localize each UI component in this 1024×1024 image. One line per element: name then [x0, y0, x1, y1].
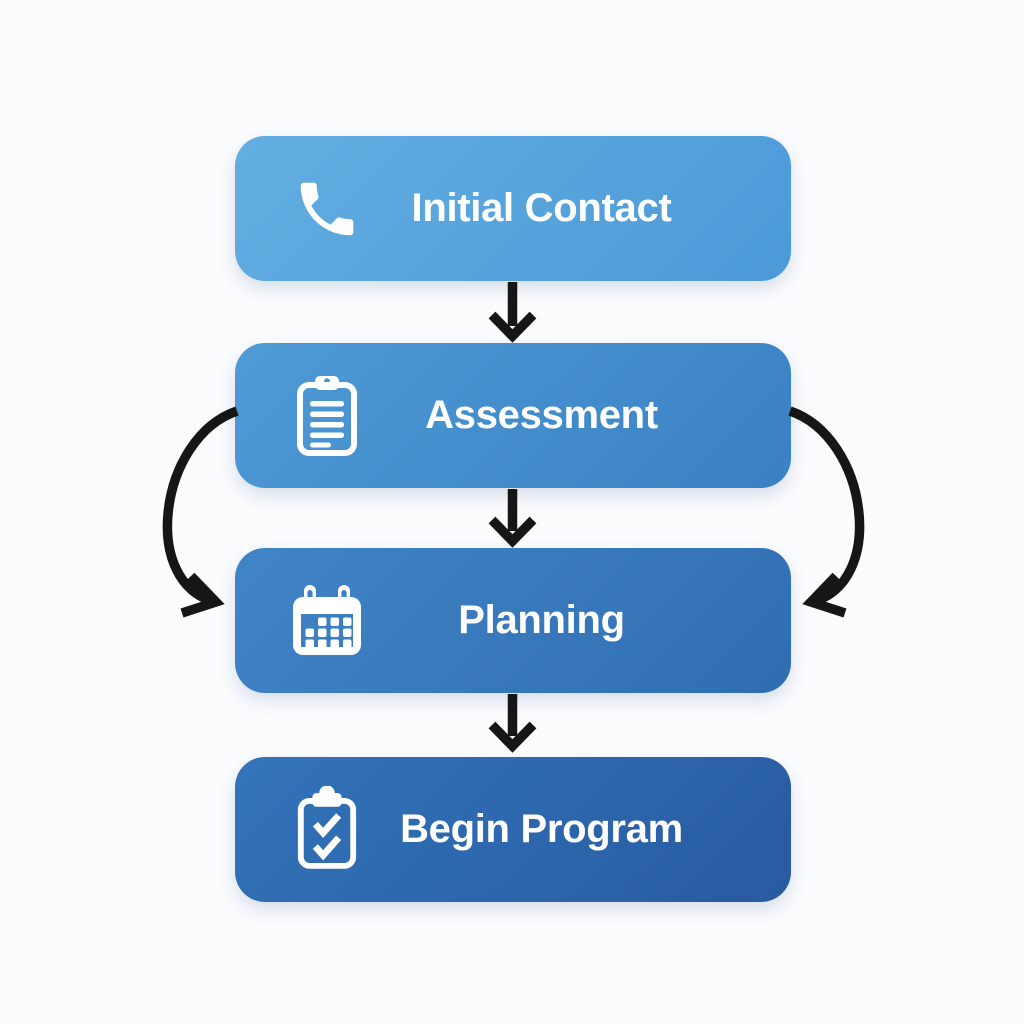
step-label-planning: Planning: [458, 598, 625, 642]
arrow-down-assessment-to-planning: [488, 489, 537, 548]
step-label-assessment: Assessment: [425, 393, 658, 437]
curved-arrow-left: [162, 406, 239, 618]
step-planning: Planning: [235, 548, 791, 693]
clipboard-check-icon: [287, 785, 367, 874]
calendar-icon: [287, 581, 367, 661]
step-label-begin-program: Begin Program: [400, 807, 683, 851]
clipboard-list-icon: [287, 372, 367, 460]
phone-icon: [287, 174, 367, 244]
step-initial-contact: Initial Contact: [235, 136, 791, 281]
step-label-initial-contact: Initial Contact: [411, 186, 672, 230]
arrow-down-planning-to-begin-program: [488, 694, 537, 753]
arrow-down-initial-to-assessment: [488, 282, 537, 343]
step-assessment: Assessment: [235, 343, 791, 488]
step-begin-program: Begin Program: [235, 757, 791, 902]
curved-arrow-right: [788, 406, 865, 618]
